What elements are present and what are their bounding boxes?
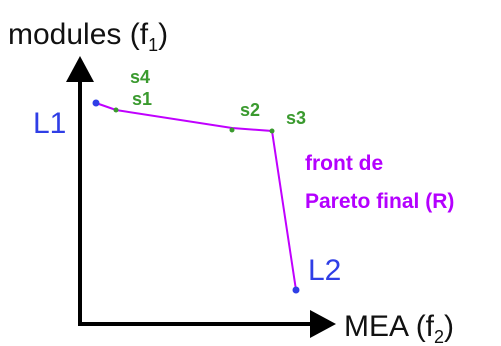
front-label-line1: front de bbox=[305, 152, 383, 175]
x-axis-title: MEA (f2) bbox=[344, 310, 454, 346]
s1-label: s1 bbox=[132, 89, 152, 109]
s2-label: s2 bbox=[240, 100, 260, 120]
pareto-front-curve bbox=[95, 102, 297, 291]
y-axis-arrowhead bbox=[66, 56, 94, 82]
s1-point bbox=[113, 107, 119, 113]
l1-point bbox=[92, 99, 100, 107]
s3-point bbox=[269, 128, 275, 134]
front-label-line2: Pareto final (R) bbox=[305, 190, 454, 213]
l2-point bbox=[292, 286, 300, 294]
s4-label: s4 bbox=[130, 67, 150, 87]
l1-label: L1 bbox=[33, 107, 66, 140]
x-axis-arrowhead bbox=[310, 310, 336, 338]
y-axis-title: modules (f1) bbox=[8, 18, 168, 55]
s3-label: s3 bbox=[286, 108, 306, 128]
l2-label: L2 bbox=[308, 254, 341, 287]
s2-point bbox=[229, 127, 235, 133]
